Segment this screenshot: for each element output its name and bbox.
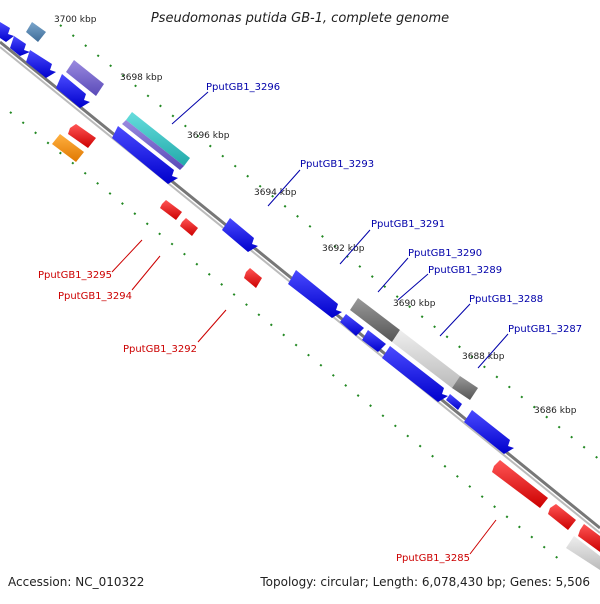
- scale-labels: 3700 kbp 3698 kbp 3696 kbp 3694 kbp 3692…: [54, 15, 577, 416]
- gene-forward[interactable]: [56, 74, 90, 108]
- gene-pputgb1-3296[interactable]: [122, 120, 184, 170]
- gene-forward[interactable]: [382, 346, 448, 402]
- tick-tracks: [9, 24, 600, 561]
- gene-forward[interactable]: [340, 314, 364, 336]
- topology-summary: Topology: circular; Length: 6,078,430 bp…: [259, 575, 590, 589]
- scale-label: 3698 kbp: [120, 73, 163, 83]
- gene-pputgb1-3285[interactable]: [492, 460, 548, 508]
- gene-pputgb1-3287[interactable]: [464, 410, 514, 454]
- gene-label-pputgb1-3294[interactable]: PputGB1_3294: [58, 291, 132, 302]
- gene-pputgb1-3293[interactable]: [222, 218, 258, 252]
- scale-label: 3694 kbp: [254, 188, 297, 198]
- gene-pputgb1-3290[interactable]: [350, 298, 400, 342]
- leader-pputgb1-3288: [439, 303, 471, 337]
- gene-pputgb1-3295[interactable]: [160, 200, 182, 220]
- gene-forward[interactable]: [66, 60, 104, 96]
- gene-reverse[interactable]: [578, 524, 600, 552]
- leader-pputgb1-3293: [267, 169, 301, 207]
- gene-forward[interactable]: [362, 330, 386, 352]
- leader-pputgb1-3289: [397, 273, 429, 301]
- gene-label-pputgb1-3292[interactable]: PputGB1_3292: [123, 344, 197, 355]
- map-title: Pseudomonas putida GB-1, complete genome: [151, 11, 449, 26]
- scale-label: 3688 kbp: [462, 352, 505, 362]
- gene-label-pputgb1-3290[interactable]: PputGB1_3290: [408, 248, 482, 259]
- accession-label: Accession: NC_010322: [8, 575, 144, 589]
- leader-pputgb1-3296: [171, 91, 209, 125]
- leader-pputgb1-3285: [469, 519, 497, 555]
- gene-forward[interactable]: [10, 36, 30, 56]
- gene-label-pputgb1-3295[interactable]: PputGB1_3295: [38, 270, 112, 281]
- gene-label-pputgb1-3291[interactable]: PputGB1_3291: [371, 219, 445, 230]
- leader-pputgb1-3295: [111, 239, 143, 273]
- gene-labels: PputGB1_3296 PputGB1_3293 PputGB1_3291 P…: [38, 82, 582, 564]
- leader-pputgb1-3294: [131, 255, 161, 291]
- gene-pputgb1-3294[interactable]: [180, 218, 198, 236]
- scale-label: 3686 kbp: [534, 406, 577, 416]
- gene-pputgb1-3288[interactable]: [452, 376, 478, 400]
- gene-reverse[interactable]: [548, 504, 576, 530]
- scale-label: 3690 kbp: [393, 299, 436, 309]
- gene-label-pputgb1-3293[interactable]: PputGB1_3293: [300, 159, 374, 170]
- gene-pputgb1-3292[interactable]: [244, 268, 262, 288]
- label-leaders: [111, 91, 509, 555]
- gene-label-pputgb1-3296[interactable]: PputGB1_3296: [206, 82, 280, 93]
- gene-forward[interactable]: [26, 50, 56, 78]
- scale-label: 3700 kbp: [54, 15, 97, 25]
- gene-label-pputgb1-3287[interactable]: PputGB1_3287: [508, 324, 582, 335]
- gene-reverse[interactable]: [566, 536, 600, 570]
- gene-reverse[interactable]: [68, 124, 96, 148]
- leader-pputgb1-3290: [377, 257, 409, 293]
- gene-pputgb1-3291[interactable]: [288, 270, 342, 318]
- gene-forward[interactable]: [0, 22, 14, 42]
- gene-forward[interactable]: [26, 22, 46, 42]
- gene-pputgb1-3289[interactable]: [392, 330, 460, 388]
- tick-track-outer: [59, 24, 600, 461]
- scale-label: 3692 kbp: [322, 244, 365, 254]
- gene-pputgb1-3296[interactable]: [112, 126, 178, 184]
- gene-label-pputgb1-3289[interactable]: PputGB1_3289: [428, 265, 502, 276]
- gene-label-pputgb1-3285[interactable]: PputGB1_3285: [396, 553, 470, 564]
- tick-track-inner: [9, 111, 561, 561]
- gene-pputgb1-3287[interactable]: [446, 394, 462, 410]
- reverse-strand-genes: [52, 124, 600, 570]
- gene-reverse[interactable]: [52, 134, 84, 162]
- gene-pputgb1-3296[interactable]: [126, 112, 190, 166]
- leader-pputgb1-3287: [477, 333, 509, 369]
- forward-strand-genes: [0, 22, 514, 454]
- leader-pputgb1-3291: [339, 229, 371, 265]
- leader-pputgb1-3292: [197, 309, 227, 343]
- gene-label-pputgb1-3288[interactable]: PputGB1_3288: [469, 294, 543, 305]
- scale-label: 3696 kbp: [187, 131, 230, 141]
